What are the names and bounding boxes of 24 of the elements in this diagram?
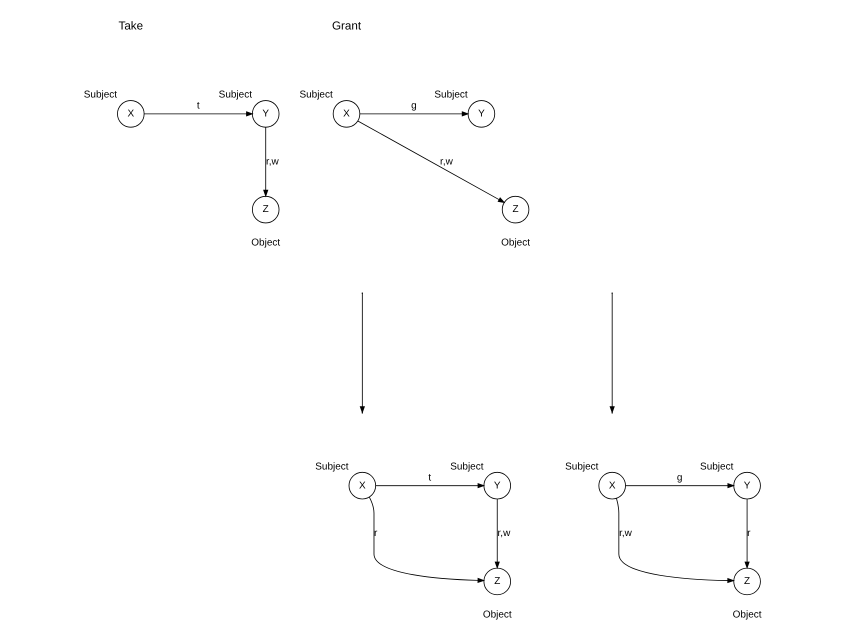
- node-label: Subject: [700, 462, 734, 473]
- node-label: Subject: [315, 462, 349, 473]
- edge-label: r: [747, 528, 750, 540]
- node-label: Subject: [299, 90, 333, 101]
- node-label: Subject: [565, 462, 598, 473]
- node-label: Object: [482, 609, 512, 620]
- edge-label: r: [374, 528, 378, 540]
- label: Grant: [332, 19, 362, 32]
- node-label: Object: [251, 238, 280, 249]
- edge-label: t: [196, 100, 200, 112]
- edge-label: r,w: [440, 156, 453, 168]
- edge-label: g: [676, 472, 682, 484]
- edge-label: r,w: [266, 156, 279, 168]
- node-label: Object: [732, 609, 762, 620]
- node-label: Subject: [450, 462, 484, 473]
- node-label: Subject: [434, 90, 468, 101]
- label: Take: [118, 19, 144, 32]
- edge-label: t: [428, 472, 432, 484]
- node-label: Subject: [84, 90, 118, 101]
- edge-label: g: [411, 100, 417, 112]
- node-label: Subject: [218, 90, 252, 101]
- node-label: Object: [501, 238, 530, 249]
- edge-label: r,w: [498, 528, 510, 540]
- edge-label: r,w: [619, 528, 632, 540]
